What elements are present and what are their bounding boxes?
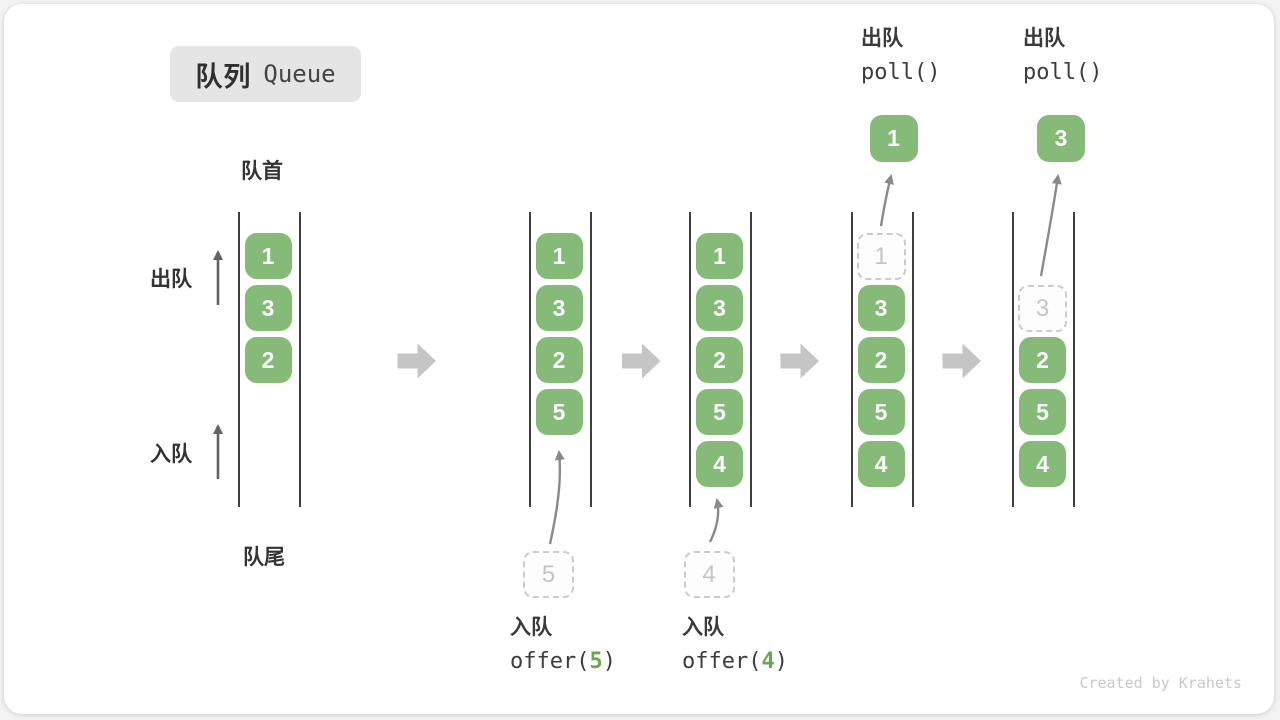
title-badge: 队列 Queue bbox=[170, 46, 361, 102]
title-zh: 队列 bbox=[195, 61, 252, 92]
queue-element: 1 bbox=[244, 233, 292, 279]
operation-code-label: poll() bbox=[1023, 60, 1103, 85]
popped-element: 3 bbox=[1037, 115, 1085, 162]
queue-element: 2 bbox=[857, 337, 905, 383]
channel-right-wall bbox=[911, 212, 914, 507]
staged-element: 4 bbox=[683, 551, 735, 598]
dequeue-side-label: 出队 bbox=[150, 268, 192, 291]
channel-left-wall bbox=[850, 212, 853, 507]
operation-caption: 出队 poll() bbox=[861, 28, 940, 84]
queue-element: 3 bbox=[535, 285, 583, 331]
queue-front-label: 队首 bbox=[241, 160, 283, 183]
queue-rear-label: 队尾 bbox=[243, 546, 285, 569]
queue-element: 2 bbox=[696, 337, 743, 383]
queue-element: 3 bbox=[696, 285, 743, 331]
queue-element: 5 bbox=[1019, 389, 1066, 435]
operation-action-label: 出队 bbox=[861, 27, 903, 50]
queue-element: 4 bbox=[1019, 441, 1066, 487]
queue-element: 1 bbox=[535, 233, 583, 279]
queue-element: 5 bbox=[696, 389, 743, 435]
title-en: Queue bbox=[263, 60, 336, 88]
channel-right-wall bbox=[750, 212, 752, 507]
channel-left-wall bbox=[689, 212, 691, 507]
queue-element-ghost: 1 bbox=[856, 233, 906, 280]
queue-element: 4 bbox=[696, 441, 743, 487]
channel-right-wall bbox=[298, 212, 301, 507]
operation-caption: 入队 offer(4) bbox=[682, 617, 788, 673]
queue-element: 1 bbox=[696, 233, 743, 279]
queue-element: 2 bbox=[1019, 337, 1066, 383]
queue-element: 2 bbox=[535, 337, 583, 383]
queue-element: 4 bbox=[857, 441, 905, 487]
operation-code-label: offer(5) bbox=[510, 649, 616, 674]
channel-left-wall bbox=[237, 212, 240, 507]
channel-left-wall bbox=[528, 212, 531, 507]
queue-element: 3 bbox=[857, 285, 905, 331]
operation-action-label: 出队 bbox=[1023, 27, 1065, 50]
queue-element: 2 bbox=[244, 337, 292, 383]
figure-card bbox=[4, 4, 1274, 714]
enqueue-side-label: 入队 bbox=[150, 443, 192, 466]
operation-code-label: poll() bbox=[861, 60, 941, 85]
channel-right-wall bbox=[589, 212, 592, 507]
operation-action-label: 入队 bbox=[682, 616, 724, 639]
operation-caption: 入队 offer(5) bbox=[510, 617, 616, 673]
operation-caption: 出队 poll() bbox=[1023, 28, 1102, 84]
queue-element: 3 bbox=[244, 285, 292, 331]
operation-action-label: 入队 bbox=[510, 616, 552, 639]
popped-element: 1 bbox=[869, 115, 918, 162]
queue-element-ghost: 3 bbox=[1018, 285, 1067, 332]
operation-code-label: offer(4) bbox=[682, 649, 788, 674]
channel-right-wall bbox=[1073, 212, 1075, 507]
watermark: Created by Krahets bbox=[1079, 674, 1242, 692]
queue-element: 5 bbox=[857, 389, 905, 435]
channel-left-wall bbox=[1012, 212, 1014, 507]
queue-element: 5 bbox=[535, 389, 583, 435]
staged-element: 5 bbox=[523, 551, 574, 598]
